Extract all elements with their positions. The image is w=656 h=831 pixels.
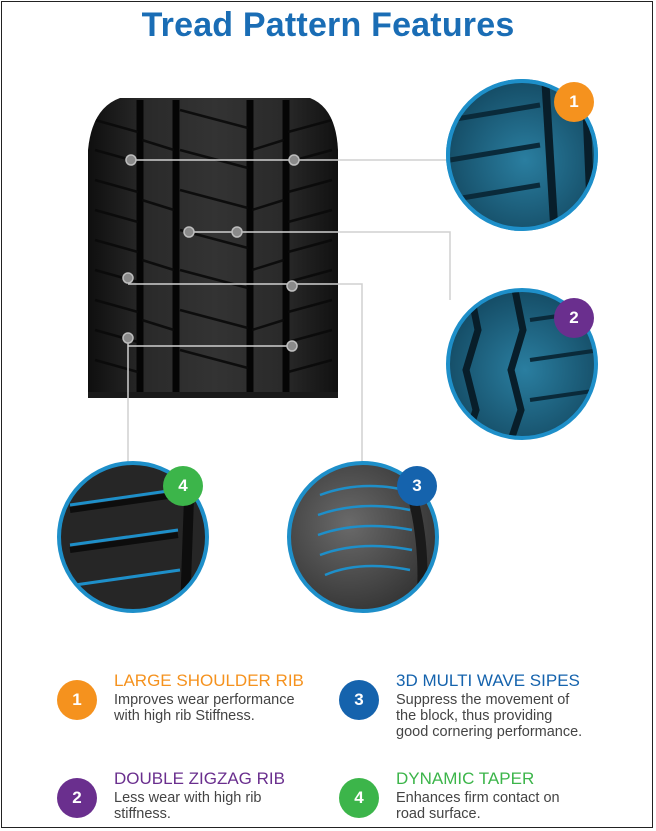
feature-badge-2: 2 bbox=[57, 778, 97, 818]
tire-image bbox=[88, 98, 338, 398]
feature-double-zigzag-rib: DOUBLE ZIGZAG RIB Less wear with high ri… bbox=[114, 769, 334, 823]
tread-illustration bbox=[57, 79, 598, 613]
feature-badge-1: 1 bbox=[57, 680, 97, 720]
callout-badge-4: 4 bbox=[163, 466, 203, 506]
feature-heading: DYNAMIC TAPER bbox=[396, 769, 535, 788]
feature-desc-line: good cornering performance. bbox=[396, 724, 583, 740]
feature-badge-4: 4 bbox=[339, 778, 379, 818]
feature-heading: DOUBLE ZIGZAG RIB bbox=[114, 769, 285, 788]
callout-badge-1: 1 bbox=[554, 82, 594, 122]
feature-desc-line: Improves wear performance bbox=[114, 692, 295, 708]
feature-heading: 3D MULTI WAVE SIPES bbox=[396, 671, 580, 690]
page-title: Tread Pattern Features bbox=[141, 6, 515, 44]
feature-desc-line: Less wear with high rib bbox=[114, 790, 262, 806]
feature-desc-line: stiffness. bbox=[114, 806, 171, 822]
feature-badge-3: 3 bbox=[339, 680, 379, 720]
feature-desc-line: Enhances firm contact on bbox=[396, 790, 560, 806]
feature-desc-line: Suppress the movement of bbox=[396, 692, 570, 708]
feature-3d-multi-wave-sipes: 3D MULTI WAVE SIPES Suppress the movemen… bbox=[396, 671, 636, 741]
feature-desc-line: with high rib Stiffness. bbox=[114, 708, 255, 724]
callout-badge-3: 3 bbox=[397, 466, 437, 506]
detail-circle-4 bbox=[57, 461, 209, 613]
feature-heading: LARGE SHOULDER RIB bbox=[114, 671, 304, 690]
callout-badge-2: 2 bbox=[554, 298, 594, 338]
feature-desc-line: the block, thus providing bbox=[396, 708, 553, 724]
feature-desc-line: road surface. bbox=[396, 806, 481, 822]
feature-dynamic-taper: DYNAMIC TAPER Enhances firm contact on r… bbox=[396, 769, 636, 823]
feature-large-shoulder-rib: LARGE SHOULDER RIB Improves wear perform… bbox=[114, 671, 334, 725]
